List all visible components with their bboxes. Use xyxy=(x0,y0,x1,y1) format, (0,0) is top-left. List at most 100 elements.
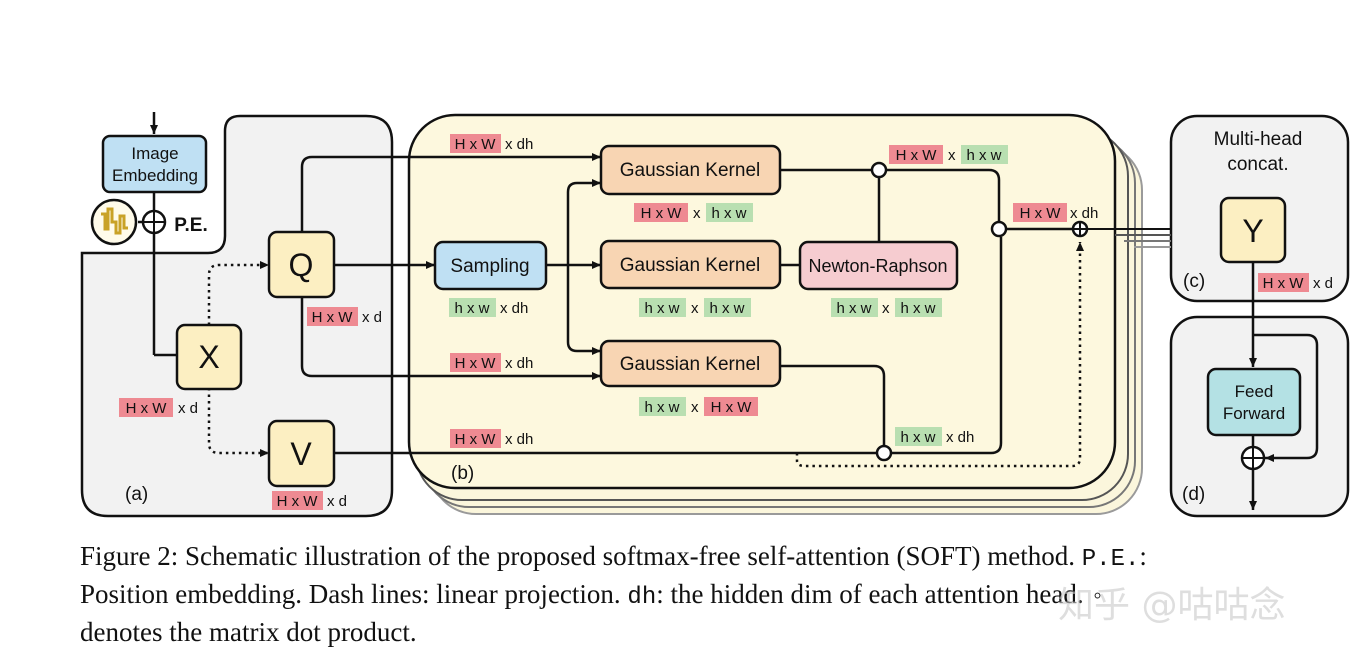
dim-q-gk-rest: x dh xyxy=(505,136,533,153)
tag-red xyxy=(1013,203,1067,222)
dim-v-s-rest: x dh xyxy=(946,429,974,446)
dim-q-gk-red: H x W xyxy=(455,136,497,153)
image-embedding-box xyxy=(101,134,208,194)
gaussian-kernel-top-label: Gaussian Kernel xyxy=(620,160,760,181)
tag-green xyxy=(639,298,686,317)
panel-b xyxy=(407,113,1117,490)
tag-green xyxy=(639,397,686,416)
v-box xyxy=(267,419,336,488)
dim-gk-bot-green: h x w xyxy=(644,399,679,416)
caption-code: dh xyxy=(627,584,657,611)
tag-red xyxy=(450,134,501,153)
dim-y-red: H x W xyxy=(1263,275,1305,292)
tag-red xyxy=(634,203,688,222)
tag-red xyxy=(450,353,501,372)
tag-red xyxy=(307,307,358,326)
gaussian-kernel-mid-label: Gaussian Kernel xyxy=(620,255,760,276)
sampling-box xyxy=(433,240,548,291)
tag-green xyxy=(449,298,496,317)
newton-raphson-box xyxy=(798,240,959,291)
dot-product-icon xyxy=(875,444,893,462)
dim-x-rest: x d xyxy=(178,400,198,417)
gaussian-kernel-bot-box xyxy=(599,339,782,388)
tag-red xyxy=(889,145,943,164)
caption-text: Figure 2: Schematic illustration of the … xyxy=(80,541,1076,571)
caption-line-2: Position embedding. Dash lines: linear p… xyxy=(80,577,1355,615)
tag-red xyxy=(272,491,323,510)
dim-nr-green2: h x w xyxy=(900,300,935,317)
y-label: Y xyxy=(1242,213,1263,249)
blocks xyxy=(101,134,1302,488)
concat-lines xyxy=(1080,228,1171,248)
dim-head-red: H x W xyxy=(1020,205,1062,222)
tag-red xyxy=(119,398,173,417)
caption-code: ◦ xyxy=(1090,584,1105,611)
dim-q-gkb-red: H x W xyxy=(455,355,497,372)
multihead-label-2: concat. xyxy=(1227,154,1288,175)
tag-red xyxy=(704,397,758,416)
sampling-label: Sampling xyxy=(450,256,529,277)
tag-red xyxy=(1258,273,1309,292)
feed-forward-box xyxy=(1206,367,1302,437)
positional-embedding-wave-icon xyxy=(90,198,138,246)
image-embedding-label-1: Image xyxy=(131,144,178,163)
gaussian-kernel-mid-box xyxy=(599,239,782,290)
dim-gk-bot-mid: x xyxy=(691,399,699,416)
dim-gk-top-red: H x W xyxy=(641,205,683,222)
dim-gk-top-green: h x w xyxy=(711,205,746,222)
dot-product-icon xyxy=(870,161,888,179)
dim-dot-top-red: H x W xyxy=(896,147,938,164)
caption-text: : the hidden dim of each attention head. xyxy=(656,579,1084,609)
watermark: 知乎 @咕咕念 xyxy=(1058,585,1286,626)
x-box xyxy=(175,323,243,391)
pe-label: P.E. xyxy=(174,215,207,236)
softmax-free-attention-diagram: Image Embedding P.E. X Q V Sampling Gaus… xyxy=(80,112,1350,518)
panel-d-label: (d) xyxy=(1182,484,1205,505)
tag-green xyxy=(831,298,878,317)
dim-sampling-green: h x w xyxy=(454,300,489,317)
dim-y-rest: x d xyxy=(1313,275,1333,292)
dim-sampling-rest: x dh xyxy=(500,300,528,317)
panel-c-label: (c) xyxy=(1183,271,1205,292)
dot-product-icon xyxy=(990,220,1008,238)
newton-raphson-label: Newton-Raphson xyxy=(808,256,947,276)
dim-x-red: H x W xyxy=(126,400,168,417)
dim-v-in-rest: x dh xyxy=(505,431,533,448)
dim-gk-mid-mid: x xyxy=(691,300,699,317)
tag-green xyxy=(704,298,751,317)
dim-nr-green1: h x w xyxy=(836,300,871,317)
v-label: V xyxy=(290,436,312,472)
dim-gk-mid-green1: h x w xyxy=(644,300,679,317)
tag-green xyxy=(706,203,753,222)
dim-q-gkb-rest: x dh xyxy=(505,355,533,372)
dim-nr-mid: x xyxy=(882,300,890,317)
figure-caption: Figure 2: Schematic illustration of the … xyxy=(80,539,1355,650)
tag-green xyxy=(961,145,1008,164)
panel-a-label: (a) xyxy=(125,484,148,505)
y-box xyxy=(1219,196,1287,264)
q-box xyxy=(267,230,336,299)
dim-gk-mid-green2: h x w xyxy=(709,300,744,317)
dim-gk-top-mid: x xyxy=(693,205,701,222)
dim-q-rest: x d xyxy=(362,309,382,326)
dim-v-in-red: H x W xyxy=(455,431,497,448)
caption-text: : xyxy=(1139,541,1147,571)
plus-marks xyxy=(143,211,1264,469)
multihead-label-1: Multi-head xyxy=(1214,129,1303,150)
dim-head-rest: x dh xyxy=(1070,205,1098,222)
caption-line-3: denotes the matrix dot product. xyxy=(80,617,417,647)
dim-v-rest: x d xyxy=(327,493,347,510)
dim-v-s-green: h x w xyxy=(900,429,935,446)
dim-q-red: H x W xyxy=(312,309,354,326)
linear-projections xyxy=(207,242,1084,468)
dim-dot-top-green: h x w xyxy=(966,147,1001,164)
caption-text: Position embedding. Dash lines: linear p… xyxy=(80,579,621,609)
q-label: Q xyxy=(289,247,314,283)
gaussian-kernel-bot-label: Gaussian Kernel xyxy=(620,354,760,375)
dim-gk-bot-red: H x W xyxy=(711,399,753,416)
tag-red xyxy=(450,429,501,448)
caption-line-1: Figure 2: Schematic illustration of the … xyxy=(80,539,1355,577)
tag-green xyxy=(895,427,942,446)
tag-green xyxy=(895,298,942,317)
feed-forward-label-1: Feed xyxy=(1235,382,1274,401)
